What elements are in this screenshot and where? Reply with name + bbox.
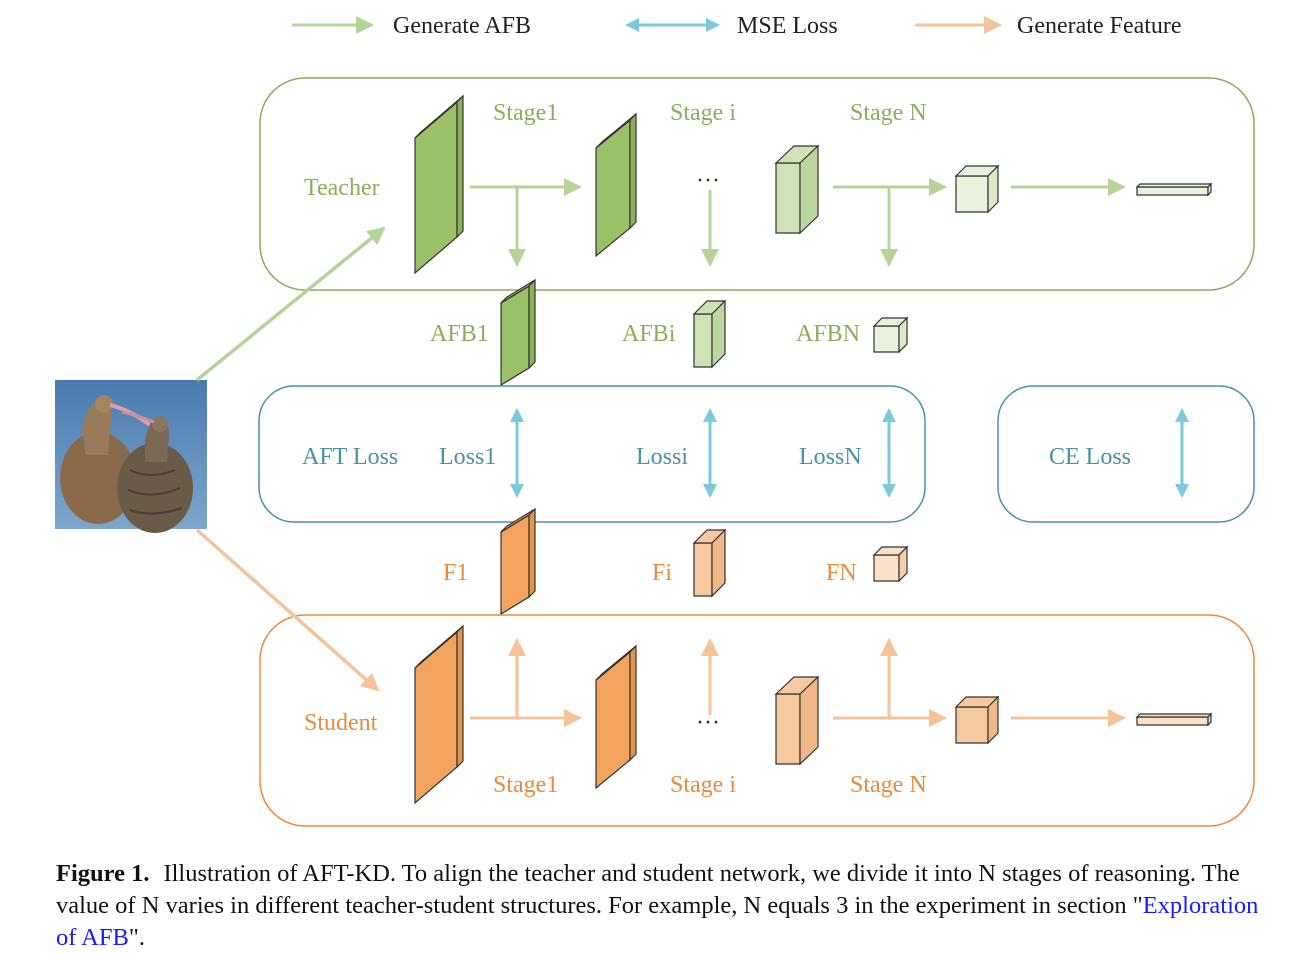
teacher-box	[259, 77, 1255, 291]
teacher-panel: Teacher Stage1 Stage i Stage N ···	[259, 77, 1255, 291]
student-block-stage-n	[954, 695, 1000, 745]
fi-label: Fi	[652, 560, 672, 586]
afbi-block	[692, 299, 727, 369]
ce-loss-panel: CE Loss	[997, 385, 1255, 523]
fn-label: FN	[826, 560, 857, 586]
input-to-teacher-arrow	[195, 226, 386, 382]
aft-loss-box	[258, 385, 926, 523]
legend-generate-afb: Generate AFB	[292, 13, 531, 39]
legend-mse-loss: MSE Loss	[625, 13, 838, 39]
caption-section-link[interactable]: Exploration of AFB	[56, 892, 1259, 951]
loss1-label: Loss1	[439, 444, 496, 470]
student-stage-i-label: Stage i	[670, 772, 736, 798]
ce-loss-label: CE Loss	[1049, 444, 1131, 470]
student-output-bar	[1135, 712, 1213, 727]
figure-caption: Figure 1.Illustration of AFT-KD. To alig…	[56, 858, 1276, 954]
teacher-stage-i-label: Stage i	[670, 100, 736, 126]
teacher-label: Teacher	[304, 175, 380, 201]
afb1-block	[500, 278, 536, 387]
teacher-block-input	[414, 94, 464, 275]
aft-kd-diagram: Generate AFB MSE Loss Generate Feature T…	[55, 13, 1255, 827]
legend: Generate AFB MSE Loss Generate Feature	[292, 13, 1182, 39]
student-label: Student	[304, 710, 378, 736]
student-box	[259, 614, 1255, 827]
legend-generate-feature: Generate Feature	[915, 13, 1182, 39]
legend-generate-afb-label: Generate AFB	[393, 13, 531, 39]
lossi-label: Lossi	[636, 444, 688, 470]
afbn-block	[872, 316, 909, 354]
afbi-label: AFBi	[622, 321, 676, 347]
input-to-student-arrow	[195, 528, 380, 692]
legend-generate-feature-label: Generate Feature	[1017, 13, 1182, 39]
aft-loss-label: AFT Loss	[302, 444, 398, 470]
legend-mse-loss-label: MSE Loss	[737, 13, 838, 39]
student-stage-n-label: Stage N	[850, 772, 927, 798]
afb1-label: AFB1	[430, 321, 489, 347]
aft-loss-panel: AFT Loss Loss1 Lossi LossN	[258, 385, 926, 523]
teacher-ellipsis: ···	[696, 168, 720, 194]
teacher-block-stage-n	[954, 164, 1000, 214]
caption-text: Illustration of AFT-KD. To align the tea…	[56, 860, 1240, 919]
student-feature-row: F1 Fi FN	[443, 507, 909, 616]
teacher-arrows	[470, 178, 1126, 267]
teacher-stage-n-label: Stage N	[850, 100, 927, 126]
student-panel: Student Stage1 Stage i Stage N ···	[259, 614, 1255, 827]
lossn-label: LossN	[799, 444, 862, 470]
fi-block	[692, 528, 727, 598]
student-stage1-label: Stage1	[493, 772, 558, 798]
ce-loss-box	[997, 385, 1255, 523]
teacher-block-stage-i	[774, 144, 820, 235]
teacher-output-bar	[1135, 182, 1213, 197]
afbn-label: AFBN	[796, 321, 860, 347]
f1-label: F1	[443, 560, 468, 586]
fn-block	[872, 545, 909, 583]
f1-block	[500, 507, 536, 616]
student-ellipsis: ···	[696, 710, 720, 736]
bird-photo-icon	[55, 380, 207, 533]
student-arrows	[470, 638, 1126, 727]
teacher-block-stage1	[595, 112, 637, 258]
afb-row: AFB1 AFBi AFBN	[430, 278, 909, 387]
caption-tail: ".	[128, 924, 145, 951]
student-block-stage1	[595, 644, 637, 790]
teacher-stage1-label: Stage1	[493, 100, 558, 126]
student-block-input	[414, 624, 464, 805]
student-block-stage-i	[774, 675, 820, 766]
figure-label: Figure 1.	[56, 860, 150, 887]
